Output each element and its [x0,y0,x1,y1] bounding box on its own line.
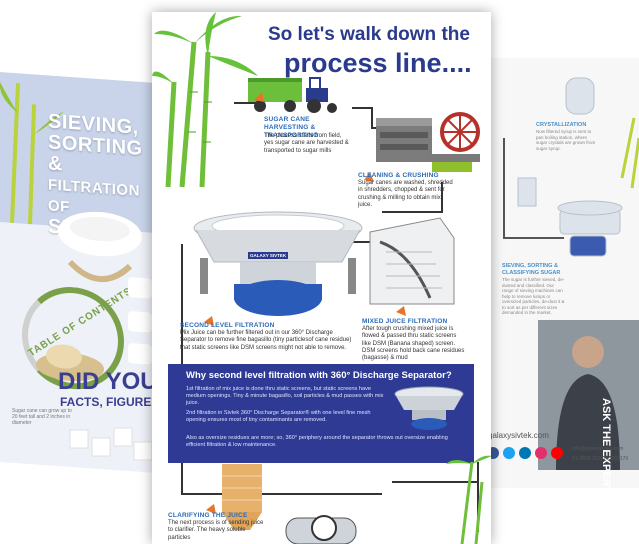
clarifier-tank-icon [222,464,357,544]
website-link[interactable]: galaxysivtek.com [488,431,549,440]
mixed-juice-title: MIXED JUICE FILTRATION [362,318,448,325]
toc-item [128,311,152,333]
email-link[interactable]: info@galaxysivtek.com [572,446,624,452]
mixed-juice-text: After tough crushing mixed juice is flow… [362,326,465,362]
sugarcane-icon [446,455,491,544]
separator-machine-icon [193,211,363,316]
sugar-bowl-icon [58,211,142,283]
crystallization-title: CRYSTALLIZATION [536,122,587,128]
brand-plate: GALAXY SIVTEK [248,252,289,259]
phone-number: 91-2668-262970, 263170 [572,456,629,462]
sugar-pile-icon [36,344,104,382]
left-page-header [0,72,170,234]
facts-figures-line: FACTS, FIGURES & [60,395,172,409]
sugar-cubes-icon [69,427,153,461]
second-filtration-text: Mix Juice can be further filtered out in… [180,330,352,351]
sugarcane-icon [0,82,64,225]
banner-paragraph: Also as oversize residues are more; so, … [186,435,448,448]
sieving-text: The sugar is further sieved, de-dusted a… [502,277,565,315]
crusher-machine-icon [376,112,480,172]
right-brochure-page: CRYSTALLIZATION Now filtered syrup is se… [474,58,639,488]
cleaning-title: CLEANING & CRUSHING [358,172,439,179]
toc-item [128,343,152,365]
poster-title-line1: So let's walk down the [268,24,470,45]
separator-machine-icon [394,386,464,430]
right-page-diagram [503,77,639,257]
poster-title-line2: process line.... [284,48,472,78]
harvest-title: SUGAR CANE HARVESTING & TRANSPORTING [264,116,319,139]
banner-paragraph: 2nd filtration in Sivtek 360° Discharge … [186,410,371,423]
left-brochure-page: SIEVING, SORTING & FILTRATION OF SUGAR! … [0,72,170,474]
sugarcane-icon [152,12,258,188]
clarify-title: CLARIFYING THE JUICE [168,512,248,519]
toc-item [128,277,152,299]
cleaning-text: Sugar canes are washed, shredded in shre… [358,180,453,208]
banner-question: Why second level filtration with 360° Di… [186,370,452,381]
banner-paragraph: 1st filtration of mix juice is done thru… [186,386,384,406]
social-icons[interactable] [486,446,566,460]
dsm-screen-icon [369,217,455,305]
left-page-note: Sugar cane can grow up to 20 feet tall a… [12,408,72,426]
second-filtration-title: SECOND LEVEL FILTRATION [180,322,275,329]
crystallization-text: Now filtered syrup is sent to pan boilin… [536,129,596,151]
expert-photo [538,320,639,470]
process-poster: So let's walk down the process line.... [152,12,491,544]
clarify-text: The next process is of sending juice to … [168,520,264,541]
sieving-title: SIEVING, SORTING & CLASSIFYING SUGAR [502,263,561,276]
harvest-text: The process starts from field, yes sugar… [264,133,349,154]
flow-line [234,102,262,104]
ask-expert-label: ASK THE EXPERT! [600,398,612,488]
